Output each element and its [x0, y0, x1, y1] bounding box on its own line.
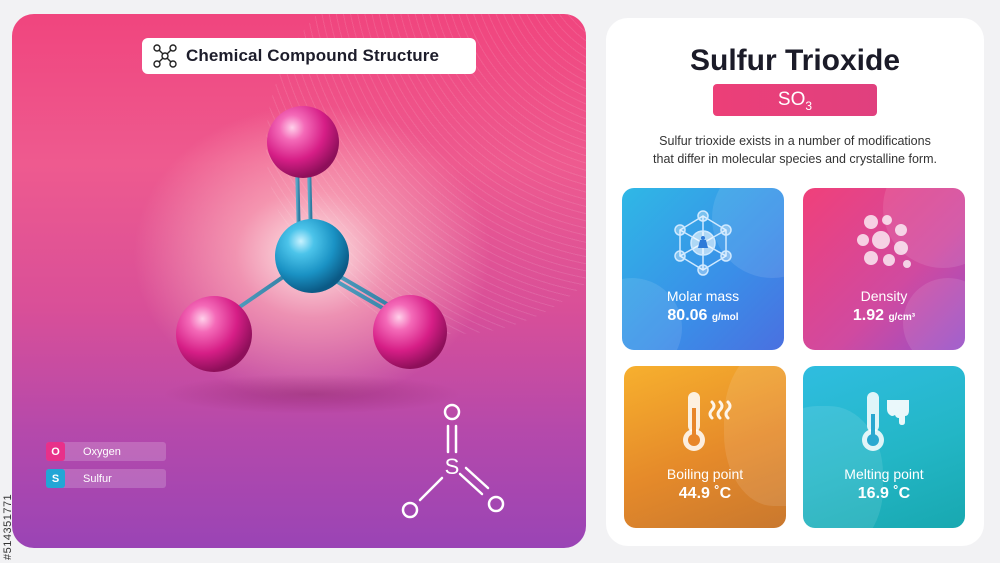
- description-line: Sulfur trioxide exists in a number of mo…: [659, 134, 931, 148]
- compound-name: Sulfur Trioxide: [689, 44, 901, 77]
- legend-item-oxygen: O Oxygen: [46, 442, 166, 461]
- density-value: 1.92 g/cm³: [852, 307, 916, 324]
- molar-mass-label: Molar mass: [666, 288, 740, 304]
- legend-label: Oxygen: [83, 445, 121, 458]
- bubbles-icon: [857, 215, 911, 268]
- melting-point-card: Melting point 16.9 ˚C: [803, 366, 965, 528]
- melting-point-label: Melting point: [844, 466, 924, 482]
- compound-description: Sulfur trioxide exists in a number of mo…: [620, 132, 970, 168]
- molar-mass-value: 80.06 g/mol: [667, 307, 739, 324]
- formula-badge: SO3: [713, 84, 877, 116]
- oxygen-atom-right: [373, 295, 447, 369]
- oxygen-atom-left: [176, 296, 252, 372]
- structure-title-badge: Chemical Compound Structure: [142, 38, 476, 74]
- formula-subscript: 3: [805, 98, 813, 113]
- legend-symbol: O: [46, 442, 65, 461]
- molecule-structure-icon: [153, 44, 177, 68]
- legend-item-sulfur: S Sulfur: [46, 469, 166, 488]
- density-card: Density 1.92 g/cm³: [803, 188, 965, 350]
- structure-title: Chemical Compound Structure: [186, 46, 440, 65]
- description-line: that differ in molecular species and cry…: [653, 152, 937, 166]
- oxygen-atom-top: [267, 106, 339, 178]
- legend-symbol: S: [46, 469, 65, 488]
- stock-id: #514351771: [2, 493, 14, 560]
- boiling-point-label: Boiling point: [666, 466, 744, 482]
- structural-sulfur-symbol: S: [445, 454, 460, 479]
- boiling-point-card: Boiling point 44.9 ˚C: [624, 366, 786, 528]
- molar-mass-card: Molar mass 80.06 g/mol: [622, 188, 784, 350]
- boiling-point-value: 44.9 ˚C: [678, 485, 732, 502]
- molecule-3d-model: [176, 106, 447, 372]
- density-label: Density: [860, 288, 908, 304]
- element-legend: O Oxygen S Sulfur: [46, 442, 166, 496]
- melting-point-value: 16.9 ˚C: [857, 485, 911, 502]
- sulfur-atom-center: [275, 219, 349, 293]
- structure-panel: Chemical Compound Structure: [12, 14, 586, 548]
- molecule-shadow: [162, 374, 462, 414]
- info-panel: Sulfur Trioxide SO3 Sulfur trioxide exis…: [606, 18, 984, 546]
- thermometer-melt-icon: [862, 392, 909, 451]
- legend-label: Sulfur: [83, 472, 112, 485]
- formula-main: SO: [777, 89, 806, 110]
- structural-formula: S: [401, 403, 505, 519]
- molecule-weight-icon: [674, 210, 732, 276]
- thermometer-heat-icon: [683, 392, 732, 451]
